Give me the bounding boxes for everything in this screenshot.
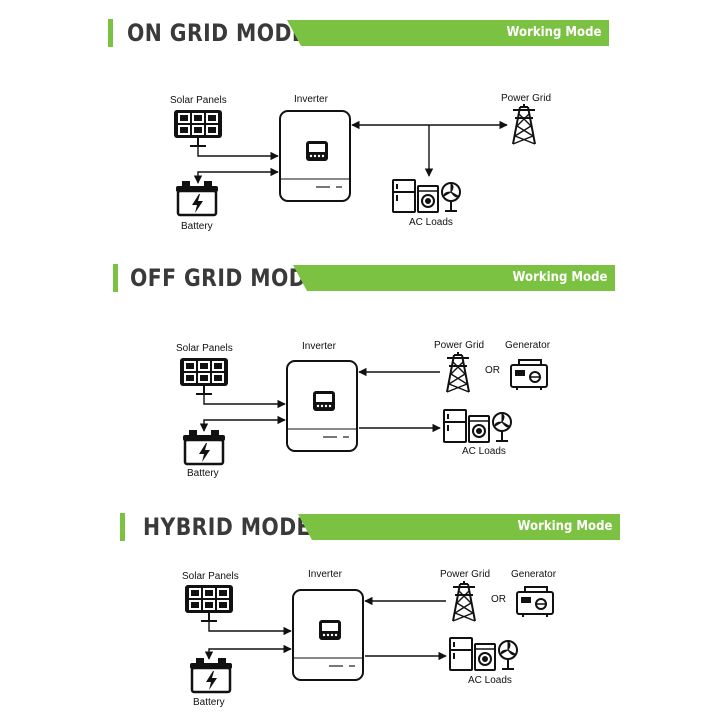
- section-on-grid: ON GRID MODE Working Mode Solar Panels I…: [0, 0, 720, 240]
- solar-panels-label: Solar Panels: [170, 95, 227, 106]
- power-grid-icon: [512, 103, 536, 145]
- hybrid-diagram: [184, 580, 554, 694]
- section-hybrid: HYBRID MODE Working Mode Solar Panels In…: [0, 480, 720, 720]
- ac-loads-icon: [449, 637, 518, 671]
- power-grid-label: Power Grid: [440, 569, 491, 580]
- generator-label: Generator: [511, 569, 557, 580]
- inverter-icon: [286, 360, 358, 452]
- inverter-icon: [279, 110, 351, 202]
- section-off-grid: OFF GRID MODE Working Mode Solar Panels …: [0, 240, 720, 480]
- banner-label: Working Mode: [506, 25, 601, 40]
- or-label: OR: [485, 365, 500, 376]
- section-title: ON GRID MODE: [127, 19, 307, 47]
- battery-icon: [174, 179, 220, 217]
- working-mode-banner: Working Mode: [293, 265, 615, 291]
- solar-panel-icon: [184, 584, 234, 622]
- banner-label: Working Mode: [512, 270, 607, 285]
- section-title: OFF GRID MODE: [130, 264, 321, 292]
- banner-label: Working Mode: [517, 519, 612, 534]
- connection-lines: [199, 367, 441, 433]
- battery-icon: [188, 656, 234, 694]
- battery-label: Battery: [187, 468, 219, 479]
- solar-panels-label: Solar Panels: [182, 571, 239, 582]
- section-accent-bar: [108, 19, 113, 47]
- battery-label: Battery: [193, 697, 225, 708]
- inverter-label: Inverter: [294, 94, 328, 105]
- generator-label: Generator: [505, 340, 551, 351]
- inverter-label: Inverter: [308, 569, 342, 580]
- section-accent-bar: [120, 513, 125, 541]
- generator-icon: [510, 359, 548, 391]
- inverter-icon: [292, 589, 364, 681]
- working-mode-banner: Working Mode: [287, 20, 609, 46]
- ac-loads-icon: [392, 179, 461, 213]
- ac-loads-label: AC Loads: [468, 675, 512, 686]
- section-accent-bar: [113, 264, 118, 292]
- ac-loads-label: AC Loads: [462, 446, 506, 457]
- generator-icon: [516, 586, 554, 618]
- connection-lines: [204, 596, 447, 661]
- solar-panel-icon: [173, 109, 223, 147]
- section-title: HYBRID MODE: [143, 513, 311, 541]
- power-grid-icon: [446, 351, 470, 393]
- or-label: OR: [491, 594, 506, 605]
- ac-loads-label: AC Loads: [409, 217, 453, 228]
- power-grid-label: Power Grid: [434, 340, 485, 351]
- battery-label: Battery: [181, 221, 213, 232]
- inverter-label: Inverter: [302, 341, 336, 352]
- off-grid-diagram: [179, 351, 548, 466]
- ac-loads-icon: [443, 409, 512, 443]
- connection-lines: [193, 120, 508, 184]
- solar-panel-icon: [179, 357, 229, 395]
- power-grid-icon: [452, 580, 476, 622]
- solar-panels-label: Solar Panels: [176, 343, 233, 354]
- on-grid-diagram: [173, 103, 536, 217]
- battery-icon: [181, 428, 227, 466]
- working-mode-banner: Working Mode: [298, 514, 620, 540]
- power-grid-label: Power Grid: [501, 93, 552, 104]
